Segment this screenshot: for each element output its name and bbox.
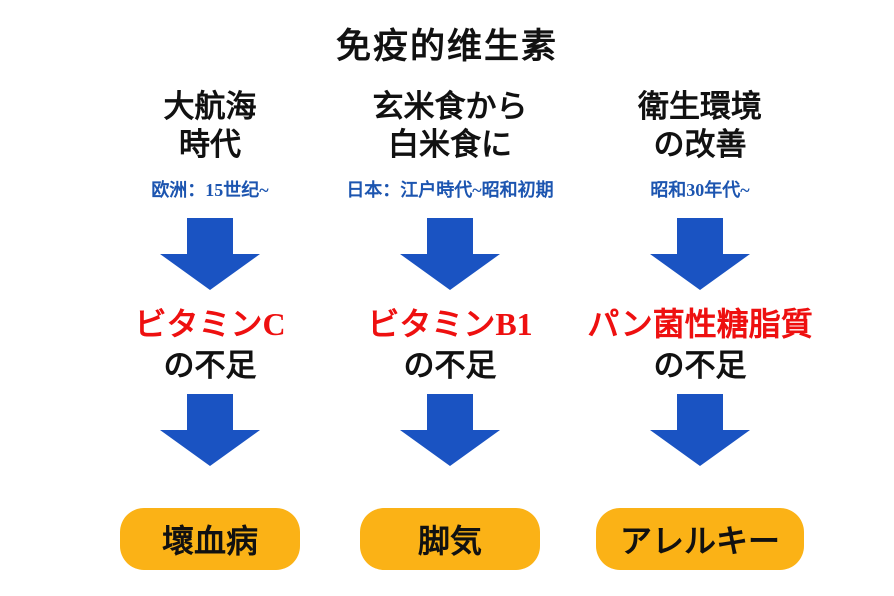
down-arrow-icon	[650, 218, 750, 290]
vitamin-label: パン菌性糖脂質	[587, 306, 813, 342]
disease-result-box: アレルキー	[595, 508, 804, 570]
column-sanitary-improvement: 衛生環境 の改善 昭和30年代~ パン菌性糖脂質 の不足 アレルキー	[550, 88, 850, 570]
heading-line-1: 衛生環境	[638, 89, 762, 124]
heading-line-2: 白米食に	[388, 127, 512, 162]
period-label: 昭和30年代~	[650, 180, 750, 200]
heading-line-1: 玄米食から	[372, 89, 528, 124]
down-arrow-icon	[400, 218, 500, 290]
down-arrow-icon	[650, 394, 750, 466]
down-arrow-icon	[160, 394, 260, 466]
deficiency-suffix-label: の不足	[403, 348, 497, 383]
column-heading: 衛生環境 の改善	[638, 88, 762, 164]
diagram-title: 免疫的维生素	[335, 27, 558, 66]
down-arrow-icon	[400, 394, 500, 466]
period-label: 日本：江户時代~昭和初期	[346, 180, 554, 200]
down-arrow-icon	[160, 218, 260, 290]
heading-line-2: 時代	[179, 127, 241, 162]
column-white-rice-diet: 玄米食から 白米食に 日本：江户時代~昭和初期 ビタミンB1 の不足 脚気	[300, 88, 600, 570]
column-heading: 大航海 時代	[164, 88, 257, 164]
vitamin-label: ビタミンC	[134, 306, 286, 342]
period-label: 欧洲：15世纪~	[151, 180, 269, 200]
column-heading: 玄米食から 白米食に	[373, 88, 528, 164]
vitamin-label: ビタミンB1	[367, 306, 533, 342]
column-age-of-exploration: 大航海 時代 欧洲：15世纪~ ビタミンC の不足 壞血病	[60, 88, 360, 570]
deficiency-suffix-label: の不足	[163, 348, 257, 383]
disease-result-box: 壞血病	[120, 508, 300, 570]
heading-line-1: 大航海	[163, 89, 257, 124]
deficiency-suffix-label: の不足	[653, 348, 747, 383]
disease-result-box: 脚気	[360, 508, 540, 570]
heading-line-2: の改善	[653, 127, 747, 162]
